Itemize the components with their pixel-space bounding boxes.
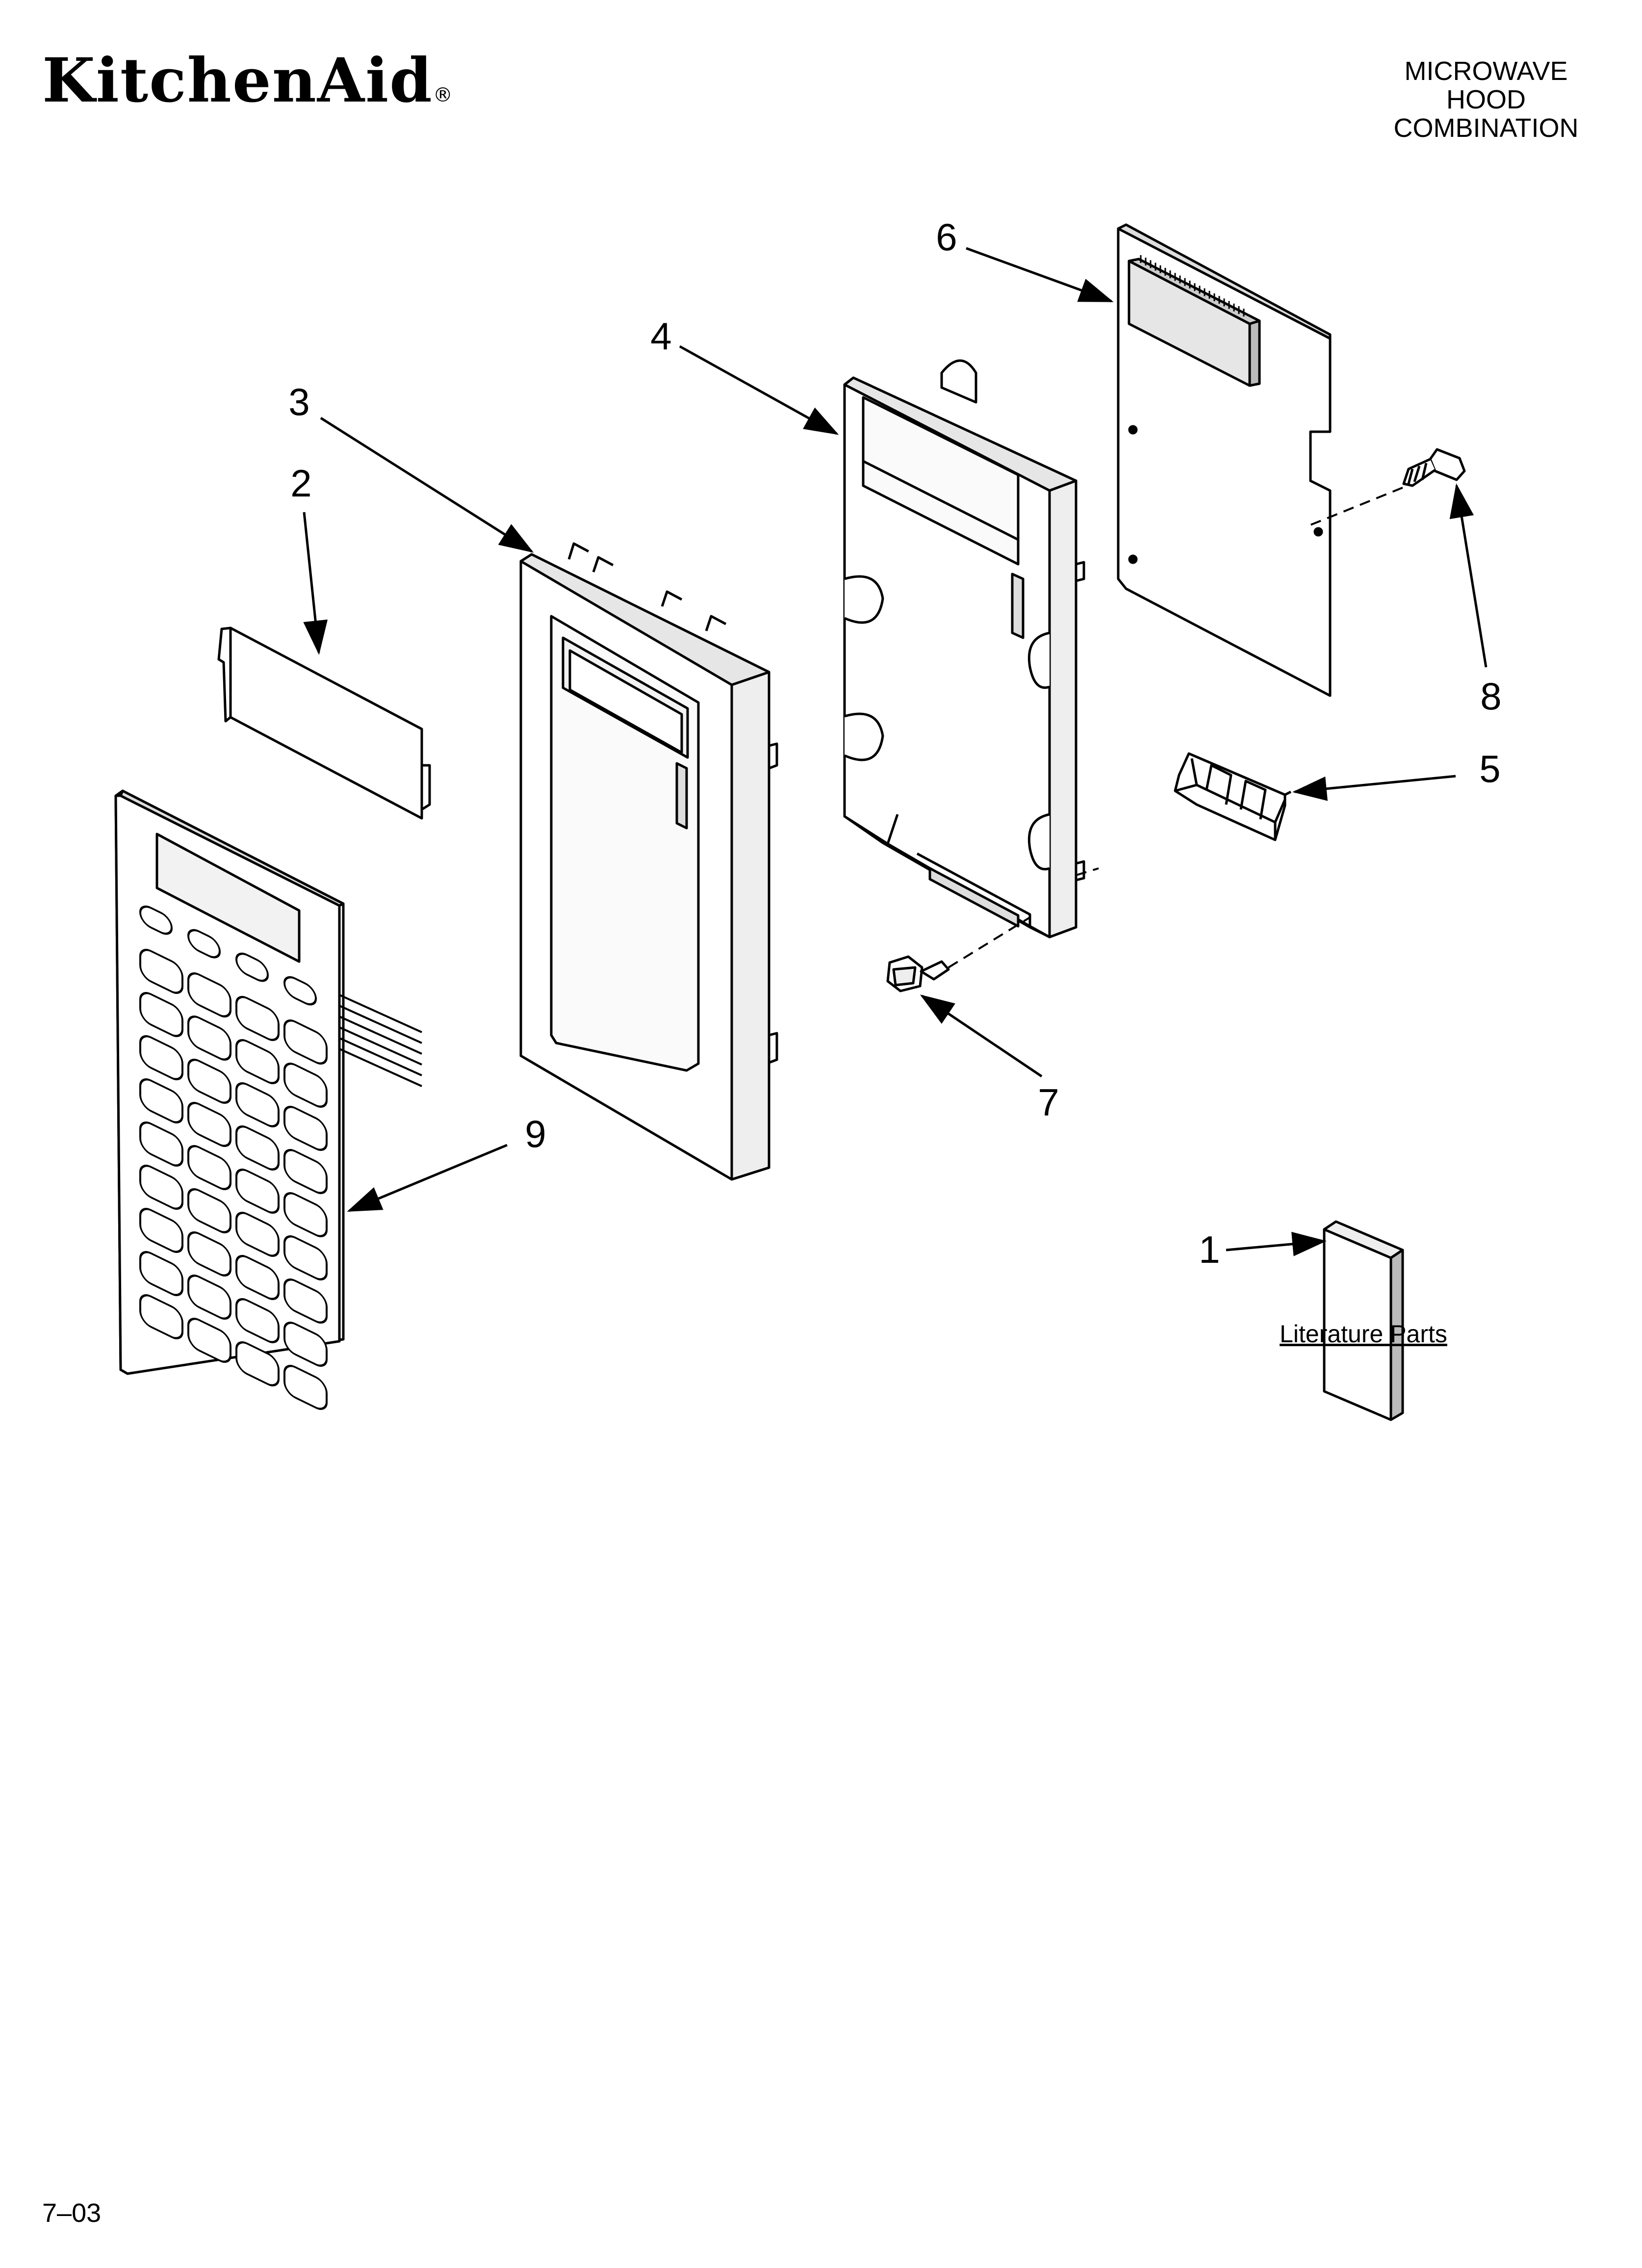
keypad-key [235,1039,280,1084]
keypad-key [235,1082,280,1127]
callout-4: 4 [650,314,671,358]
title-line-1: MICROWAVE [1404,56,1568,86]
leader-arrow-7 [920,994,1043,1078]
leader-arrow-2 [303,512,328,655]
keypad-key [187,1102,231,1147]
keypad-key [187,1188,231,1233]
literature-parts-label: Literature Parts [1280,1320,1447,1348]
keypad-key [139,1035,183,1080]
leader-arrow-3 [320,417,534,553]
display-lens-part [217,626,431,820]
assembly-line-4 [1076,867,1099,876]
keypad-key [187,1016,231,1061]
keypad-key [187,1275,231,1320]
keypad-key [235,1125,280,1171]
control-bracket-part [843,359,1085,938]
title-line-2: HOOD [1446,85,1526,114]
keypad-key [187,929,221,959]
keypad-key [187,1145,231,1190]
keypad-key [283,1106,328,1151]
leader-arrow-1 [1226,1231,1327,1256]
leader-arrow-4 [679,345,839,435]
keypad-key [139,992,183,1037]
date-code: 7–03 [42,2198,102,2228]
callout-1: 1 [1199,1228,1220,1271]
keypad-key [283,1365,328,1410]
keypad-key [283,1322,328,1367]
keypad-key [187,972,231,1017]
keypad-key [139,1121,183,1167]
title-line-3: COMBINATION [1393,113,1579,143]
keypad-key [235,1298,280,1343]
keypad-key [283,1278,328,1324]
callout-5: 5 [1479,747,1500,790]
keypad-key [235,1255,280,1300]
callout-6: 6 [936,215,957,259]
bracket-clip-part [1174,752,1292,841]
keypad-key [139,1208,183,1253]
keypad-key [235,996,280,1041]
screw-7-part [886,955,950,992]
keypad-membrane-part [114,789,422,1410]
screw-8-part [1402,448,1466,487]
keypad-key [139,905,173,935]
keypad-key [139,1078,183,1123]
control-board-part [1117,223,1332,697]
leader-arrow-5 [1292,775,1456,801]
keypad-key [235,1212,280,1257]
kitchenaid-logo: KitchenAid® [42,45,454,116]
keypad-key [283,1063,328,1108]
keypad-key [187,1231,231,1277]
callout-2: 2 [290,462,311,505]
callout-9: 9 [525,1112,546,1155]
leader-arrow-6 [966,247,1114,303]
keypad-key [283,1192,328,1237]
keypad-key [139,1294,183,1339]
callout-8: 8 [1480,675,1501,718]
keypad-key [283,1149,328,1194]
keypad-key [187,1059,231,1104]
keypad-key [235,952,269,982]
leader-arrow-8 [1449,483,1488,668]
callout-7: 7 [1038,1081,1059,1124]
keypad-key [187,1318,231,1363]
literature-part [1323,1220,1404,1421]
control-panel-housing-part [519,542,778,1181]
keypad-key [283,1019,328,1065]
keypad-key [283,976,317,1006]
keypad-key [235,1169,280,1214]
diagram-title: MICROWAVE HOOD COMBINATION [1354,57,1618,142]
assembly-line-7 [948,916,1031,968]
callout-3: 3 [288,380,309,423]
leader-arrow-9 [347,1144,508,1212]
keypad-key [235,1341,280,1386]
keypad-key [283,1235,328,1280]
keypad-key [139,1251,183,1296]
keypad-key [139,949,183,994]
keypad-key [139,1165,183,1210]
